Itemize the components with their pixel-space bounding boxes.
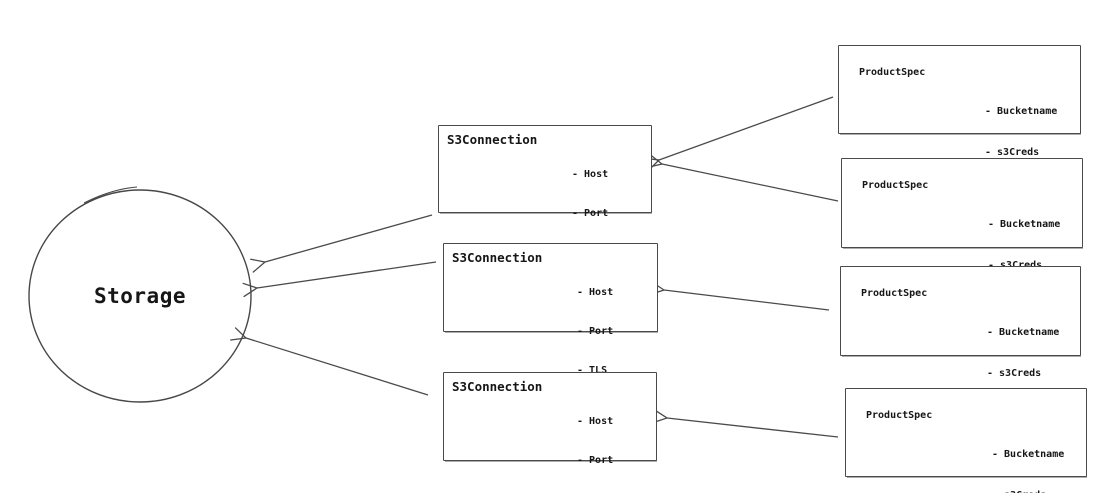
storage-node-label: Storage — [93, 284, 186, 308]
storage-node-sketch-overlap — [83, 186, 138, 204]
arrow-productspec3-to-s3connection2 — [648, 281, 830, 311]
attribute-s3creds: - s3Creds — [985, 146, 1040, 158]
productspec-title: ProductSpec — [862, 180, 929, 191]
productspec-node-4: ProductSpec - Bucketname - s3Creds — [845, 388, 1087, 493]
s3connection-attributes: - Host - Port - TLS — [577, 389, 613, 493]
attribute-bucketname: - Bucketname — [988, 219, 1061, 230]
attribute-s3creds: - s3Creds — [988, 259, 1043, 271]
arrow-s3connection3-to-storage — [230, 327, 429, 396]
attribute-port: - Port — [572, 208, 609, 219]
attribute-port: - Port — [577, 455, 614, 466]
arrow-productspec1-to-s3connection1 — [643, 96, 834, 172]
attribute-s3creds: - s3Creds — [992, 489, 1064, 493]
productspec-attributes: - Bucketname - s3Creds — [985, 78, 1057, 186]
productspec-node-1: ProductSpec - Bucketname - s3Creds — [838, 45, 1081, 158]
attribute-host: - Host — [577, 287, 614, 298]
productspec-attributes: - Bucketname - s3Creds — [992, 421, 1064, 493]
arrow-s3connection2-to-storage — [242, 261, 437, 298]
s3connection-node-3: S3Connection - Host - Port - TLS — [443, 372, 657, 466]
s3connection-title: S3Connection — [447, 132, 538, 147]
s3connection-title: S3Connection — [452, 379, 543, 394]
arrow-productspec4-to-s3connection3 — [651, 409, 839, 438]
productspec-node-2: ProductSpec - Bucketname - s3Creds — [841, 158, 1083, 271]
arrow-s3connection1-to-storage — [250, 214, 433, 273]
attribute-host: - Host — [572, 169, 609, 180]
attribute-bucketname: - Bucketname — [985, 106, 1058, 117]
attribute-port: - Port — [577, 326, 614, 337]
productspec-title: ProductSpec — [866, 410, 933, 421]
productspec-node-3: ProductSpec - Bucketname - s3Creds — [840, 266, 1081, 379]
s3connection-node-1: S3Connection - Host - Port - TLS — [438, 125, 652, 258]
productspec-title: ProductSpec — [861, 288, 928, 299]
attribute-host: - Host — [577, 416, 614, 427]
s3connection-node-2: S3Connection - Host - Port - TLS — [443, 243, 658, 376]
productspec-attributes: - Bucketname - s3Creds — [987, 299, 1059, 407]
attribute-bucketname: - Bucketname — [992, 449, 1065, 460]
attribute-s3creds: - s3Creds — [987, 367, 1042, 379]
attribute-tls: - TLS — [577, 365, 608, 376]
s3connection-attributes: - Host - Port - TLS — [577, 260, 613, 403]
productspec-title: ProductSpec — [859, 67, 926, 78]
productspec-attributes: - Bucketname - s3Creds — [988, 191, 1060, 299]
attribute-bucketname: - Bucketname — [987, 327, 1060, 338]
s3connection-title: S3Connection — [452, 250, 543, 265]
arrow-productspec2-to-s3connection1 — [646, 154, 839, 202]
